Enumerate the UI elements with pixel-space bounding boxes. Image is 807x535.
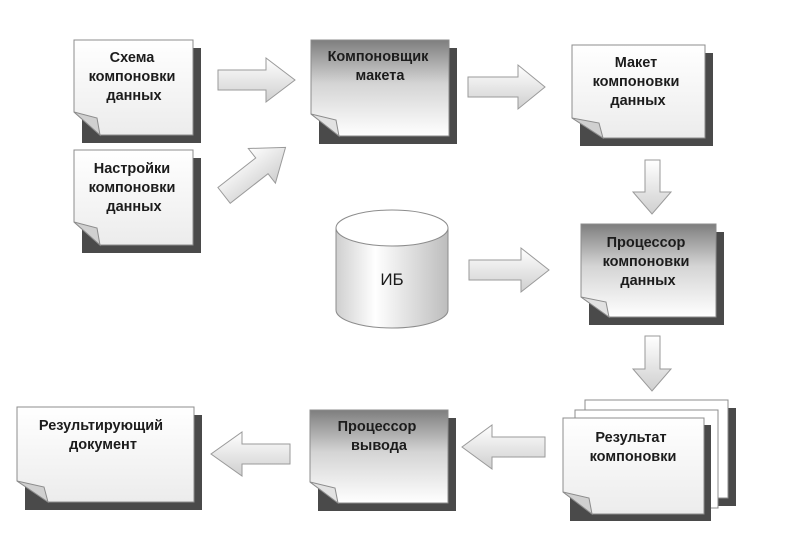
label-line: компоновки — [603, 254, 690, 270]
node-settings: Настройки компоновки данных — [73, 149, 201, 253]
label-line: данных — [610, 93, 665, 109]
node-output: Процессор вывода — [309, 409, 456, 511]
node-result-label: Результат компоновки — [590, 430, 677, 465]
node-ib: ИБ — [335, 209, 449, 329]
node-result: Результат компоновки — [562, 399, 736, 521]
arrow-ib-to-processor — [468, 246, 550, 294]
node-template: Макет компоновки данных — [571, 44, 713, 146]
node-processor-label: Процессор компоновки данных — [603, 235, 694, 289]
arrow-settings-to-composer — [217, 146, 287, 204]
node-composer: Компоновщик макета — [310, 39, 457, 144]
node-output-label: Процессор вывода — [338, 419, 421, 454]
arrow-processor-to-result — [631, 335, 673, 392]
node-composer-label: Компоновщик макета — [328, 49, 433, 84]
label-line: Схема — [110, 50, 156, 66]
node-document-label: Результирующий документ — [39, 418, 167, 453]
label-line: Результирующий — [39, 418, 163, 434]
label-line: Настройки — [94, 161, 171, 177]
label-line: компоновки — [593, 74, 680, 90]
label-line: данных — [106, 199, 161, 215]
node-schema-label: Схема компоновки данных — [89, 50, 180, 104]
arrow-template-to-processor — [631, 159, 673, 215]
node-schema: Схема компоновки данных — [73, 39, 201, 143]
label-line: Процессор — [607, 235, 686, 251]
label-line: компоновки — [89, 69, 176, 85]
label-line: вывода — [351, 438, 408, 454]
node-template-label: Макет компоновки данных — [593, 55, 684, 109]
label-line: документ — [69, 437, 137, 453]
label-line: компоновки — [89, 180, 176, 196]
label-line: Компоновщик — [328, 49, 430, 65]
arrow-schema-to-composer — [217, 56, 296, 104]
arrow-result-to-output — [461, 424, 546, 470]
node-settings-label: Настройки компоновки данных — [89, 161, 180, 215]
node-document: Результирующий документ — [16, 406, 202, 510]
label-line: Результат — [595, 430, 666, 446]
arrow-output-to-document — [210, 431, 291, 477]
label-line: данных — [106, 88, 161, 104]
arrow-composer-to-template — [467, 63, 546, 111]
node-ib-label: ИБ — [380, 270, 403, 289]
label-line: Макет — [615, 55, 658, 71]
label-line: макета — [356, 68, 406, 84]
label-line: данных — [620, 273, 675, 289]
label-line: Процессор — [338, 419, 417, 435]
label-line: компоновки — [590, 449, 677, 465]
node-processor: Процессор компоновки данных — [580, 223, 724, 325]
